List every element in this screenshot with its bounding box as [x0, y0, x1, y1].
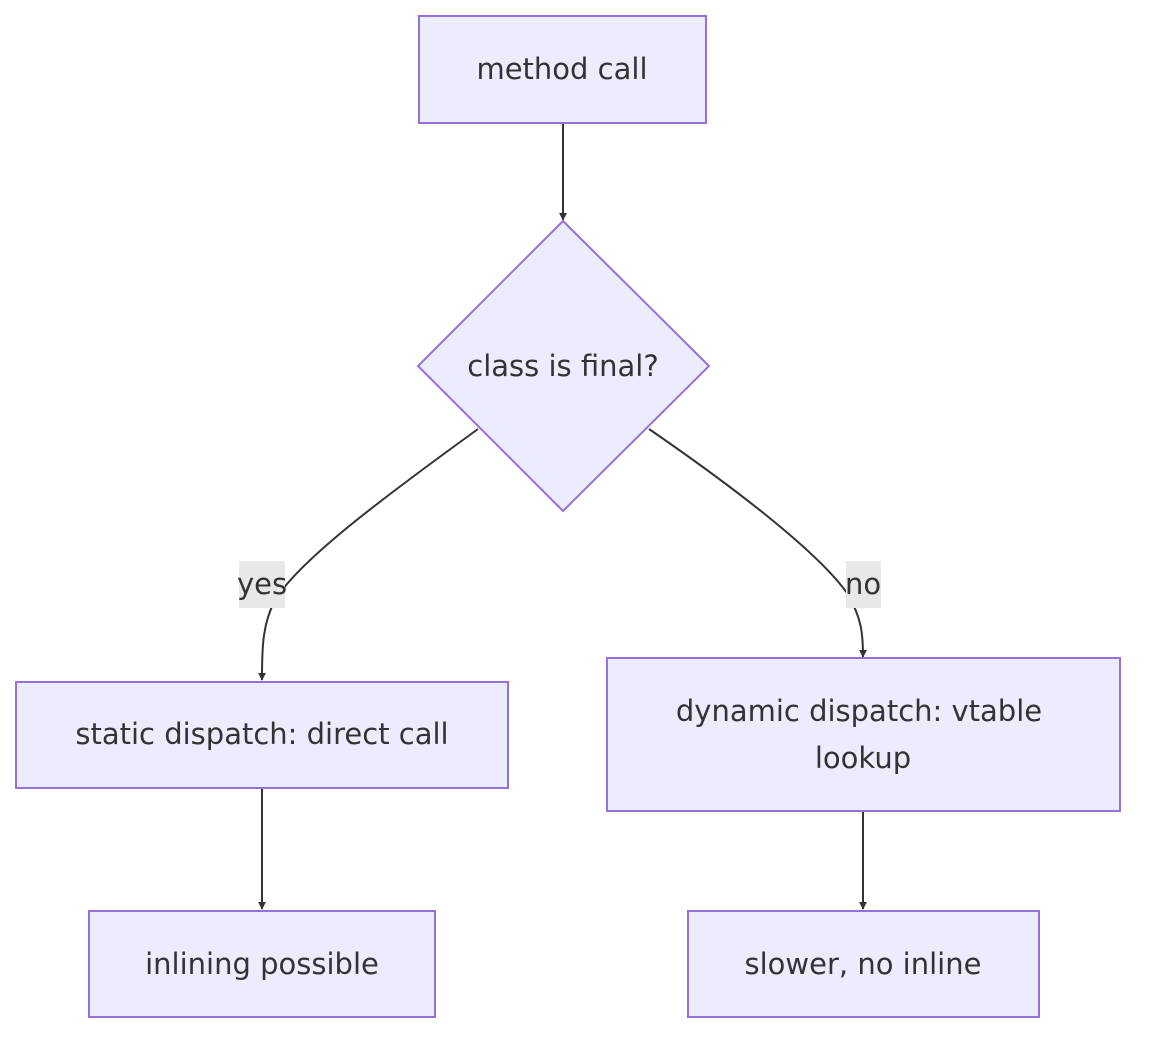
node-method-call: method call	[418, 15, 707, 124]
node-class-is-final: class is final?	[416, 219, 711, 513]
edge-decision-to-static	[258, 428, 479, 681]
node-method-call-label: method call	[476, 52, 647, 86]
edge-label-yes-text: yes	[237, 567, 287, 601]
node-slower-no-inline-label: slower, no inline	[745, 947, 982, 981]
node-dynamic-dispatch: dynamic dispatch: vtable lookup	[606, 657, 1121, 812]
node-dynamic-dispatch-label-line2: lookup	[815, 741, 911, 775]
node-class-is-final-label: class is final?	[467, 349, 658, 383]
node-slower-no-inline: slower, no inline	[687, 910, 1040, 1018]
node-static-dispatch: static dispatch: direct call	[15, 681, 509, 789]
edges	[258, 123, 867, 910]
edge-label-no-text: no	[845, 567, 881, 601]
edge-label-yes: yes	[237, 561, 287, 608]
edge-decision-to-dynamic	[648, 428, 867, 658]
edge-label-no: no	[845, 561, 881, 608]
node-dynamic-dispatch-label-line1: dynamic dispatch: vtable	[676, 694, 1042, 728]
node-inlining-possible-label: inlining possible	[145, 947, 379, 981]
node-static-dispatch-label: static dispatch: direct call	[75, 717, 448, 751]
node-inlining-possible: inlining possible	[88, 910, 436, 1018]
